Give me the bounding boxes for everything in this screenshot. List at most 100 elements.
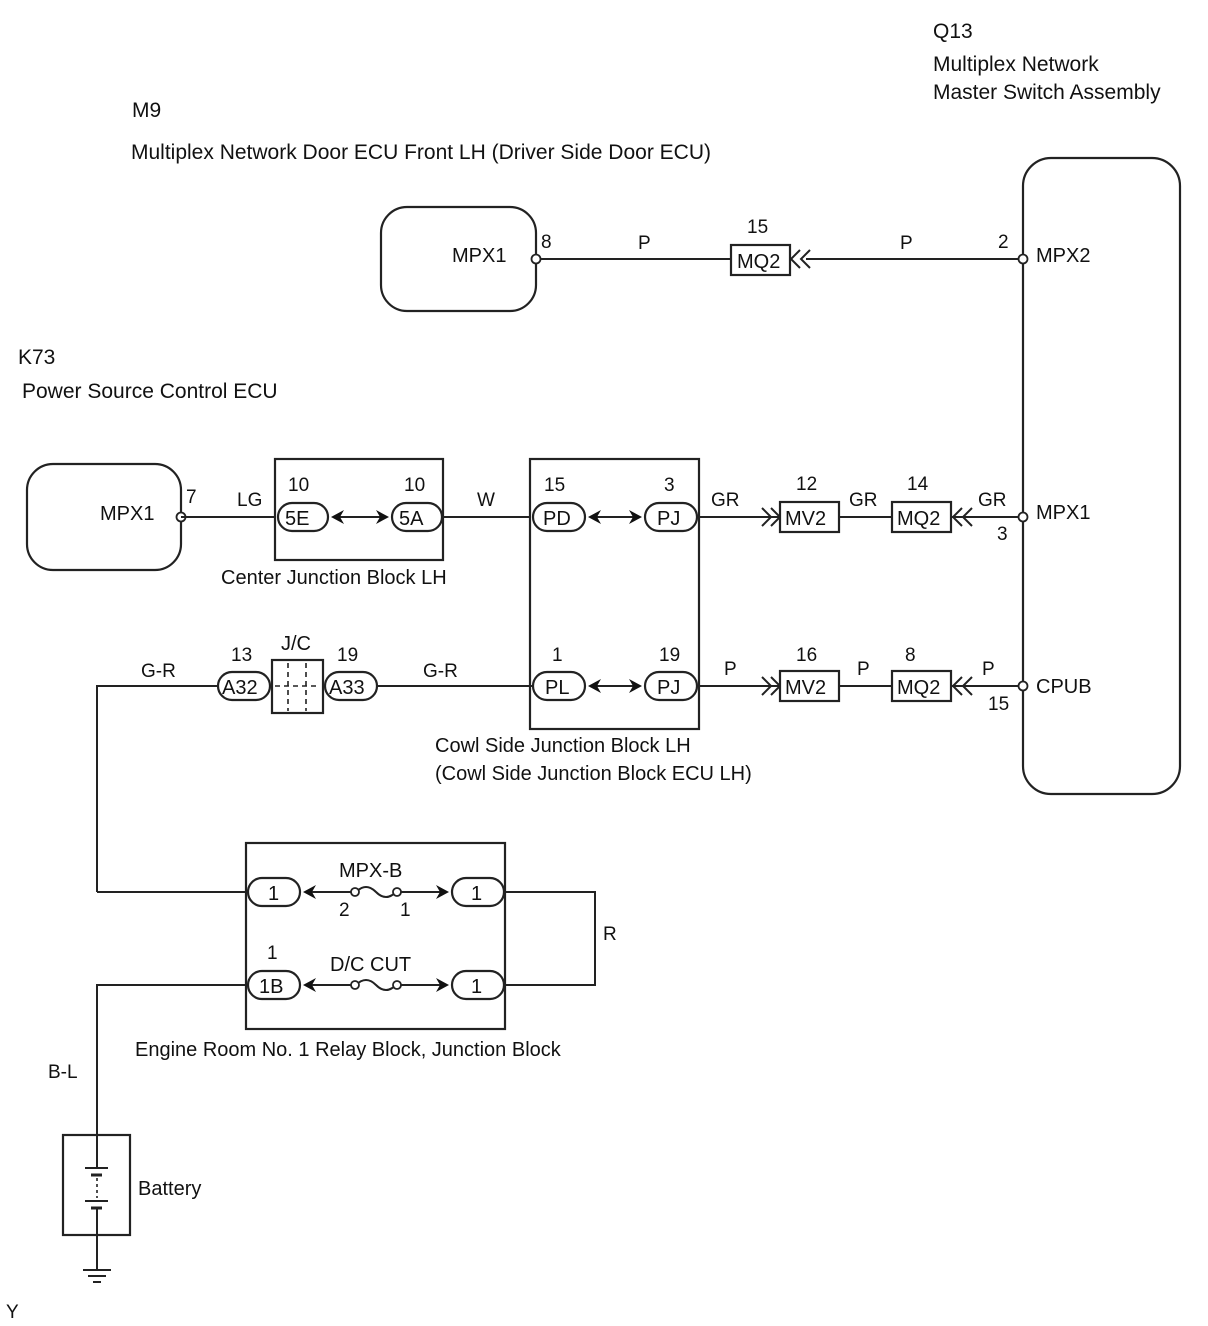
cowl-connector-pj-bottom-pin: 19 bbox=[659, 645, 680, 666]
cjb-connector-5a-pin: 10 bbox=[404, 475, 425, 496]
jc-connector-a33-label: A33 bbox=[329, 677, 365, 699]
wire-battery bbox=[96, 984, 248, 1135]
cowl-connector-pl-pin: 1 bbox=[552, 645, 563, 666]
relay-conn-top-left bbox=[246, 876, 302, 908]
connector-mq2-low-pin: 8 bbox=[905, 645, 916, 666]
q13-master-switch-box bbox=[1021, 156, 1182, 796]
fuse-dc-cut-name: D/C CUT bbox=[330, 954, 411, 976]
relay-conn-bottom-left-label: 1B bbox=[259, 976, 283, 998]
k73-name: Power Source Control ECU bbox=[22, 380, 278, 403]
cowl-connector-pj-top bbox=[643, 501, 699, 533]
cowl-connector-pl-label: PL bbox=[545, 677, 569, 699]
cjb-connector-5e-label: 5E bbox=[285, 508, 309, 530]
q13-name-line1: Multiplex Network bbox=[933, 53, 1099, 76]
k73-code: K73 bbox=[18, 346, 55, 369]
q13-terminal-mpx1 bbox=[1017, 511, 1029, 523]
m9-terminal bbox=[530, 253, 542, 265]
q13-pin-mpx2: MPX2 bbox=[1036, 245, 1090, 267]
cowl-arrow-bottom-left bbox=[588, 679, 601, 693]
jc-connector-a32-label: A32 bbox=[222, 677, 258, 699]
fuse-mpx-b-term-left bbox=[350, 887, 360, 897]
fuse-mpx-b-term-right bbox=[392, 887, 402, 897]
cowl-arrow-top-right bbox=[629, 510, 642, 524]
connector-mq2-low-label: MQ2 bbox=[897, 677, 940, 699]
q13-pin-number-mpx2: 2 bbox=[998, 232, 1009, 253]
cowl-junction-block-name-line1: Cowl Side Junction Block LH bbox=[435, 735, 691, 757]
connector-mq2-top-label: MQ2 bbox=[737, 251, 780, 273]
jc-connector-a33-pin: 19 bbox=[337, 645, 358, 666]
fuse-dc-cut-term-left bbox=[350, 980, 360, 990]
m9-name: Multiplex Network Door ECU Front LH (Dri… bbox=[131, 141, 711, 164]
cjb-arrow-left bbox=[331, 510, 344, 524]
wire-color-k73: LG bbox=[237, 490, 262, 511]
connector-mq2-mid-pin: 14 bbox=[907, 474, 929, 495]
k73-pin-label: MPX1 bbox=[100, 503, 154, 525]
cowl-arrow-top-left bbox=[588, 510, 601, 524]
q13-terminal-cpub bbox=[1017, 680, 1029, 692]
wire-color-jc-left: G-R bbox=[141, 661, 176, 682]
fuse-mpx-b-name: MPX-B bbox=[339, 860, 402, 882]
q13-pin-cpub: CPUB bbox=[1036, 676, 1092, 698]
connector-mq2-top bbox=[729, 243, 792, 277]
connector-mv2-low-label: MV2 bbox=[785, 677, 826, 699]
wire-color-jc-right: G-R bbox=[423, 661, 458, 682]
cowl-connector-pj-bottom-label: PJ bbox=[657, 677, 680, 699]
fuse-dc-cut-term-right bbox=[392, 980, 402, 990]
connector-mq2-mid-label: MQ2 bbox=[897, 508, 940, 530]
fuse-mpx-b-pin-left: 2 bbox=[339, 900, 350, 921]
connector-mv2-low bbox=[778, 669, 841, 703]
wire-color-battery: B-L bbox=[48, 1062, 78, 1083]
relay-conn-bottom-right-label: 1 bbox=[471, 976, 482, 998]
cjb-connector-5a-label: 5A bbox=[399, 508, 424, 530]
q13-terminal-mpx2 bbox=[1017, 253, 1029, 265]
fuse-mpx-b-pin-right: 1 bbox=[400, 900, 411, 921]
relay-conn-top-right-label: 1 bbox=[471, 883, 482, 905]
cowl-arrow-bottom-right bbox=[629, 679, 642, 693]
cowl-connector-pj-bottom bbox=[643, 670, 699, 702]
m9-pin-number: 8 bbox=[541, 232, 552, 253]
wire-color-top-right: P bbox=[900, 233, 913, 254]
wire-color-mid-3: GR bbox=[978, 490, 1007, 511]
wire-color-mid-2: GR bbox=[849, 490, 878, 511]
connector-mv2-low-pin: 16 bbox=[796, 645, 817, 666]
relay-arrow-top-right bbox=[436, 885, 449, 899]
m9-code: M9 bbox=[132, 99, 161, 122]
relay-arrow-bottom-right bbox=[436, 978, 449, 992]
cowl-connector-pd-pin: 15 bbox=[544, 475, 565, 496]
cjb-connector-5e-pin: 10 bbox=[288, 475, 309, 496]
cjb-connector-5a bbox=[390, 501, 444, 533]
q13-code: Q13 bbox=[933, 20, 973, 43]
wire-relay-loop bbox=[504, 891, 596, 986]
fuse-dc-cut-icon bbox=[355, 979, 397, 991]
relay-arrow-top-left bbox=[303, 885, 316, 899]
cowl-connector-pj-top-pin: 3 bbox=[664, 475, 675, 496]
relay-conn-top-left-label: 1 bbox=[268, 883, 279, 905]
cjb-arrow-right bbox=[376, 510, 389, 524]
q13-name-line2: Master Switch Assembly bbox=[933, 81, 1161, 104]
battery-name: Battery bbox=[138, 1178, 201, 1200]
connector-mv2-mid-label: MV2 bbox=[785, 508, 826, 530]
cjb-connector-5e bbox=[276, 501, 330, 533]
engine-room-relay-block-name: Engine Room No. 1 Relay Block, Junction … bbox=[135, 1039, 562, 1061]
cowl-junction-block-name-line2: (Cowl Side Junction Block ECU LH) bbox=[435, 763, 752, 785]
jc-label: J/C bbox=[281, 633, 311, 655]
cowl-connector-pd-label: PD bbox=[543, 508, 571, 530]
m9-pin-label: MPX1 bbox=[452, 245, 506, 267]
fuse-mpx-b-icon bbox=[355, 886, 397, 898]
q13-pin-number-mpx1: 3 bbox=[997, 524, 1008, 545]
cowl-connector-pd bbox=[531, 501, 587, 533]
jc-connector-a32 bbox=[216, 670, 272, 702]
center-junction-block-name: Center Junction Block LH bbox=[221, 567, 447, 589]
connector-mq2-top-pin: 15 bbox=[747, 217, 768, 238]
cowl-connector-pj-top-label: PJ bbox=[657, 508, 680, 530]
connector-mq2-mid bbox=[890, 500, 953, 534]
q13-pin-number-cpub: 15 bbox=[988, 694, 1009, 715]
wire-gr-left bbox=[96, 685, 218, 892]
wire-color-low-2: P bbox=[857, 659, 870, 680]
wire-color-mid-1: GR bbox=[711, 490, 740, 511]
wire-color-cjb-to-cowl: W bbox=[477, 490, 495, 511]
wire-color-low-3: P bbox=[982, 659, 995, 680]
footer-code: Y bbox=[6, 1302, 19, 1323]
q13-pin-mpx1: MPX1 bbox=[1036, 502, 1090, 524]
